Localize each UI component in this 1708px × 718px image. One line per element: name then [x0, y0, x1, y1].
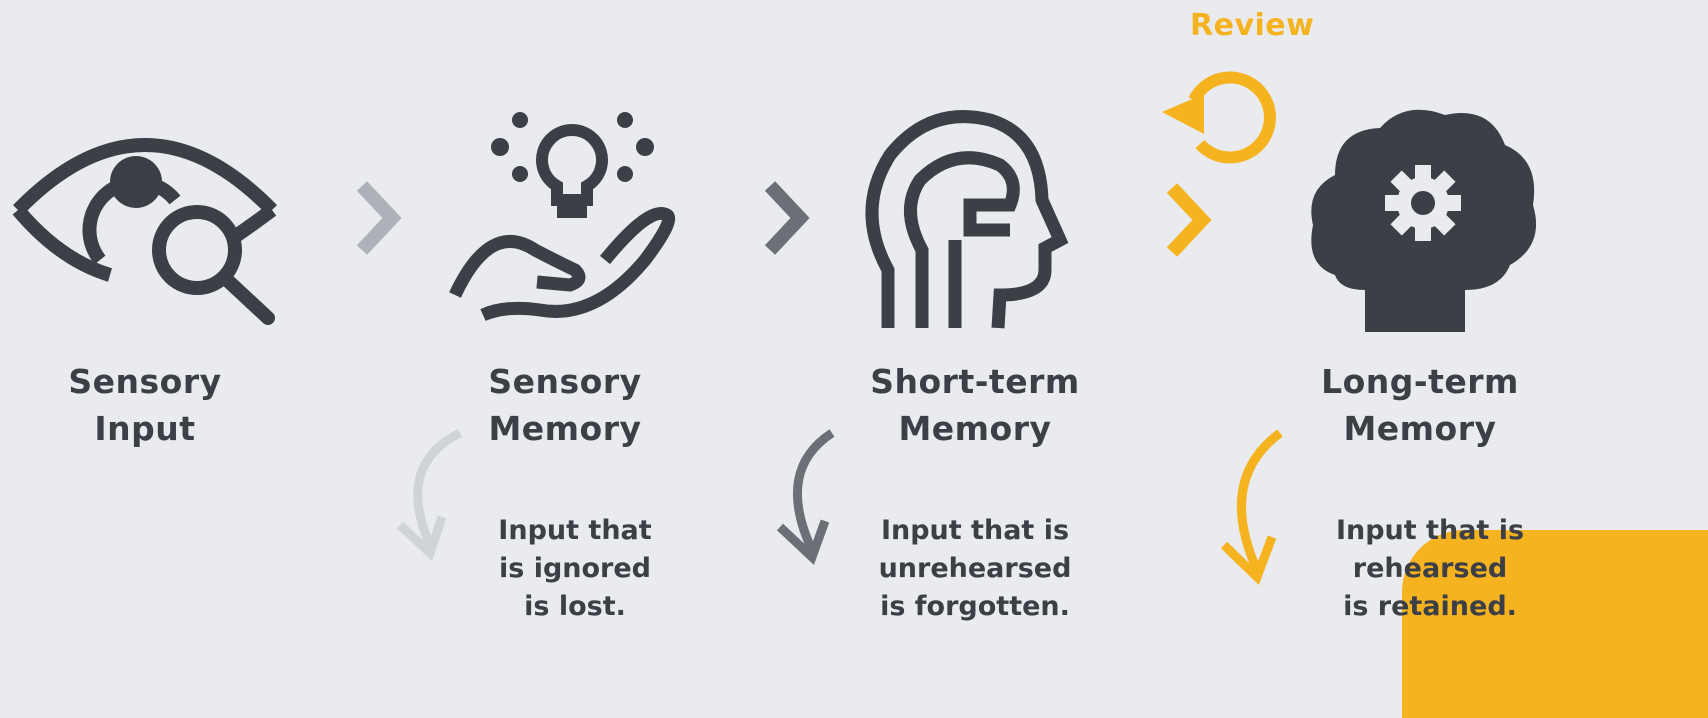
- arrow-lost-icon: [396, 428, 463, 562]
- eye-magnifier-icon: [12, 138, 278, 325]
- chevron-right-icon: [1166, 183, 1212, 257]
- arrow-retained-icon: [1220, 429, 1283, 586]
- review-cycle-icon: [1162, 71, 1276, 164]
- arrow-forgotten-icon: [776, 429, 835, 565]
- brain-gear-icon: [1311, 109, 1537, 332]
- chevron-right-icon: [356, 181, 402, 255]
- head-brain-icon: [865, 110, 1069, 329]
- retained-highlight-box: [1402, 530, 1708, 718]
- chevron-right-icon: [764, 181, 810, 255]
- review-label: Review: [1190, 8, 1315, 43]
- hand-lightbulb-icon: [449, 112, 676, 322]
